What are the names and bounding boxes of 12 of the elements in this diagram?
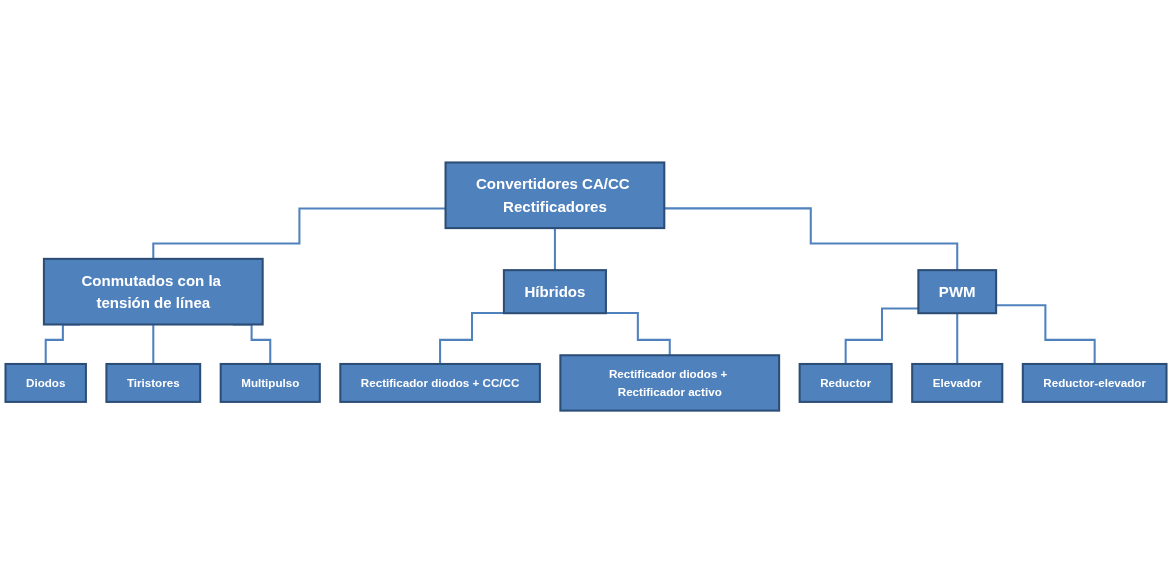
node-box: Rectificador diodos + CC/CC: [339, 362, 541, 403]
node-box: Reductor: [798, 362, 893, 403]
node-box: Convertidores CA/CC Rectificadores: [444, 161, 666, 230]
node-box: Tiristores: [105, 362, 202, 403]
node-box: Reductor-elevador: [1021, 362, 1168, 403]
node-box: Híbridos: [502, 269, 607, 315]
node-box: PWM: [917, 269, 998, 315]
node-box: Diodos: [4, 362, 87, 403]
node-box: Elevador: [911, 362, 1004, 403]
node-box: Rectificador diodos + Rectificador activo: [559, 354, 781, 412]
node-box: Multipulso: [219, 362, 321, 403]
node-box: Conmutados con la tensión de línea: [42, 257, 264, 326]
